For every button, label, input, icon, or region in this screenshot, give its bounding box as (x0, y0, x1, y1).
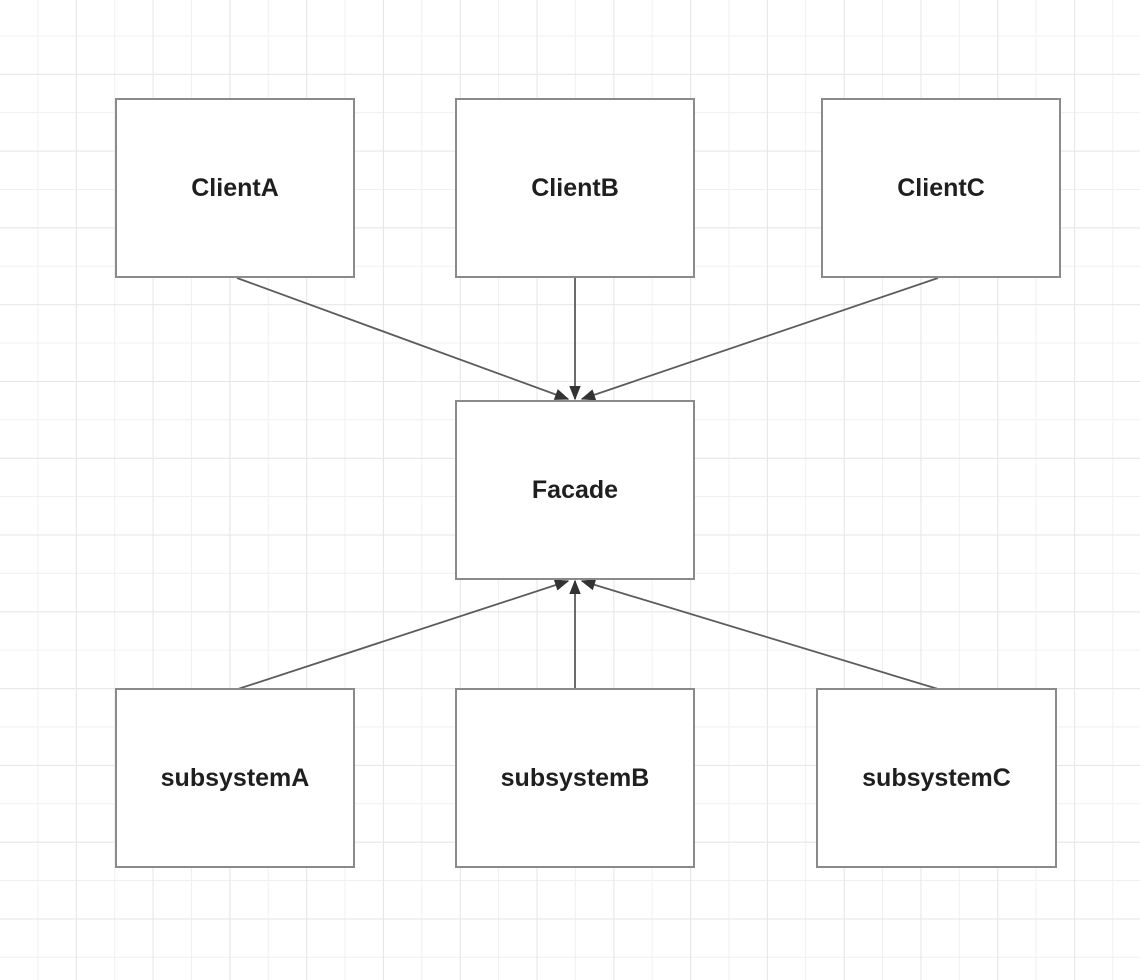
node-label: Facade (531, 475, 619, 504)
node-facade[interactable]: Facade (455, 400, 695, 580)
node-client-b[interactable]: ClientB (455, 98, 695, 278)
node-subsystem-b[interactable]: subsystemB (455, 688, 695, 868)
node-subsystem-a[interactable]: subsystemA (115, 688, 355, 868)
node-label: ClientB (531, 173, 619, 202)
node-label: ClientA (191, 173, 279, 202)
edge-subsystem-a-facade[interactable] (237, 581, 568, 690)
node-label: ClientC (897, 173, 985, 202)
node-label: subsystemB (500, 763, 650, 792)
node-label: subsystemC (862, 763, 1011, 792)
edge-subsystem-c-facade[interactable] (582, 581, 939, 690)
edge-client-c-facade[interactable] (582, 277, 939, 399)
node-client-a[interactable]: ClientA (115, 98, 355, 278)
edge-client-a-facade[interactable] (236, 277, 568, 399)
node-client-c[interactable]: ClientC (821, 98, 1061, 278)
node-label: subsystemA (160, 763, 310, 792)
node-subsystem-c[interactable]: subsystemC (816, 688, 1057, 868)
